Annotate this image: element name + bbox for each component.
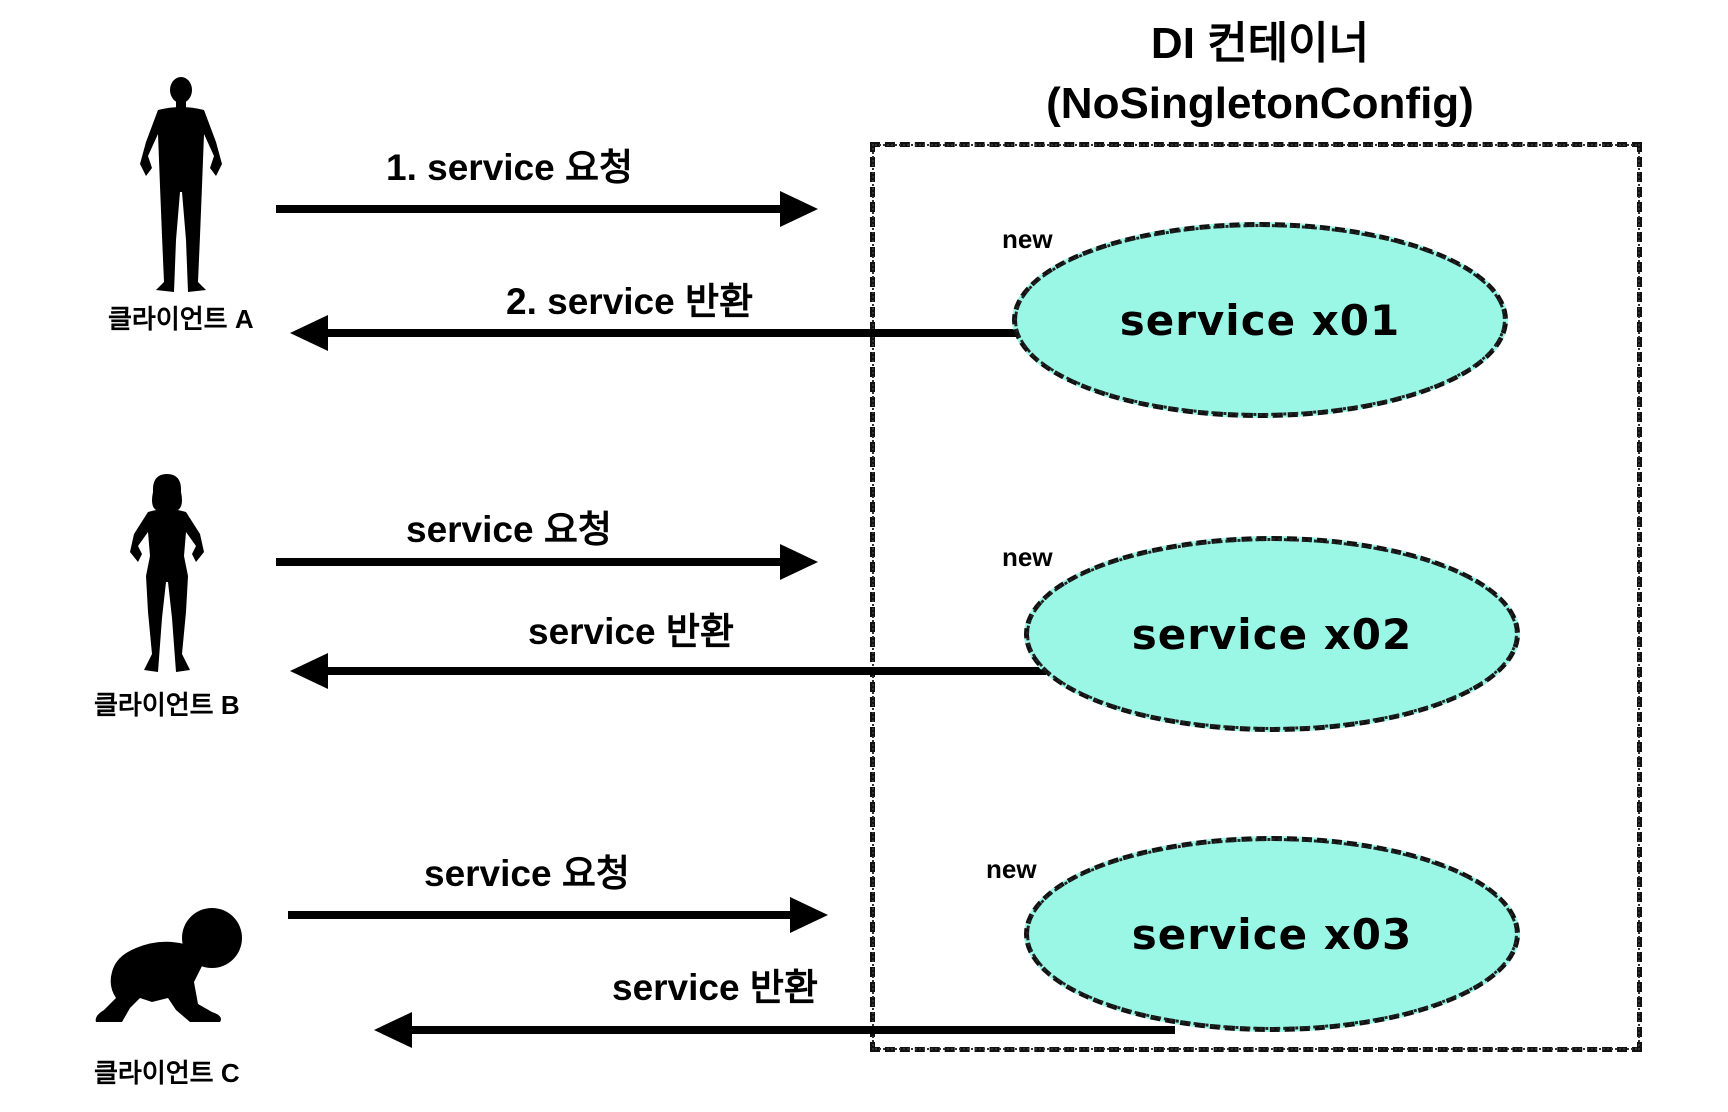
baby-silhouette-icon (95, 908, 242, 1022)
container-title: DI 컨테이너 (NoSingletonConfig) (980, 14, 1540, 134)
response-label-b: service 반환 (528, 611, 734, 652)
request-label-b: service 요청 (406, 509, 612, 550)
service-instance-label: service x03 (1131, 909, 1413, 959)
request-label-a: 1. service 요청 (386, 147, 634, 188)
request-label-c: service 요청 (424, 853, 630, 894)
new-tag-x01: new (1002, 224, 1053, 254)
client-label-c: 클라이언트 C (94, 1058, 240, 1088)
container-title-line2: (NoSingletonConfig) (1046, 79, 1474, 128)
di-container-box (870, 142, 1642, 1052)
client-label-a: 클라이언트 A (108, 304, 254, 334)
service-instance-x01: service x01 (1012, 222, 1508, 418)
new-tag-x02: new (1002, 542, 1053, 572)
request-arrow-a (276, 191, 818, 227)
response-label-a: 2. service 반환 (506, 281, 754, 322)
service-instance-x03: service x03 (1024, 836, 1520, 1032)
response-label-c: service 반환 (612, 967, 818, 1008)
service-instance-label: service x01 (1119, 295, 1401, 345)
client-label-b: 클라이언트 B (94, 690, 240, 720)
new-tag-x03: new (986, 854, 1037, 884)
man-silhouette-icon (140, 77, 222, 292)
container-title-line1: DI 컨테이너 (1150, 19, 1370, 68)
service-instance-label: service x02 (1131, 609, 1413, 659)
woman-silhouette-icon (130, 474, 204, 672)
service-instance-x02: service x02 (1024, 536, 1520, 732)
request-arrow-c (288, 897, 828, 933)
